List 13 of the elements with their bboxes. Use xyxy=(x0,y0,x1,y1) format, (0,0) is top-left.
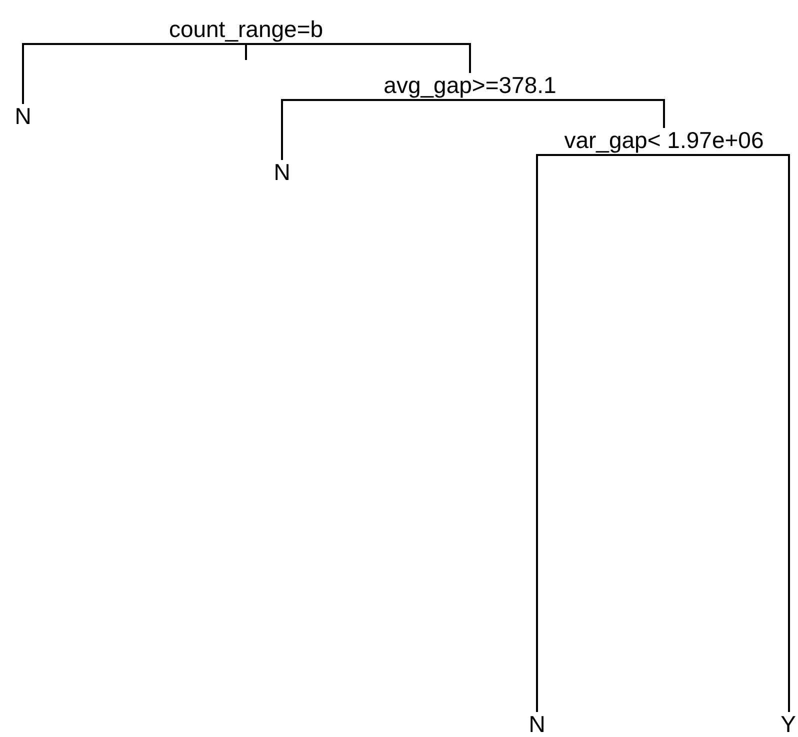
tree-branch-line xyxy=(246,43,471,73)
split-label: count_range=b xyxy=(168,17,324,41)
tree-branch-line xyxy=(281,99,470,160)
tree-branch-line xyxy=(22,43,246,104)
tree-branch-line xyxy=(664,154,790,712)
leaf-label: Y xyxy=(780,712,796,736)
split-label: avg_gap>=378.1 xyxy=(384,73,556,97)
tree-branch-line xyxy=(470,99,665,128)
tree-branch-line xyxy=(536,154,664,712)
leaf-label: N xyxy=(14,104,32,128)
leaf-label: N xyxy=(274,160,290,184)
split-label: var_gap< 1.97e+06 xyxy=(564,128,764,152)
leaf-label: N xyxy=(528,712,546,736)
